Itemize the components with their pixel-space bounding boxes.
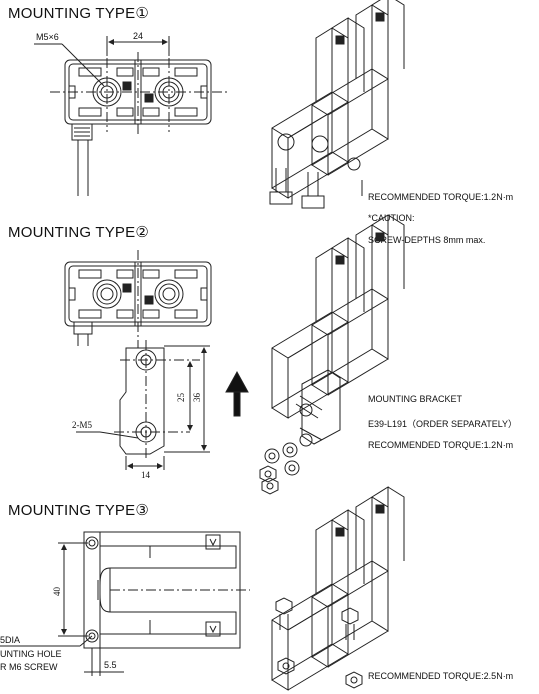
hole-screw-label: R M6 SCREW [0, 662, 58, 672]
bracket-note: MOUNTING BRACKET [368, 394, 463, 404]
bracket-screw-label: 2-M5 [72, 420, 92, 430]
type2-iso-view [259, 214, 405, 495]
bracket-order-note: E39-L191（ORDER SEPARATELY） [368, 419, 518, 429]
hole-dia-label: 5DIA [0, 635, 20, 645]
bracket-width-label: 14 [141, 470, 151, 480]
section-3-title: MOUNTING TYPE③ [8, 502, 149, 519]
torque-note-2: RECOMMENDED TORQUE:1.2N·m [368, 440, 514, 450]
section-1-title: MOUNTING TYPE① [8, 5, 149, 22]
type1-top-view [34, 36, 228, 196]
torque-note-1: RECOMMENDED TORQUE:1.2N·m [368, 192, 514, 202]
screw-depth-note: SCREW-DEPTHS 8mm max. [368, 235, 486, 245]
section-2-title: MOUNTING TYPE② [8, 224, 149, 241]
type3-height-label: 40 [52, 587, 62, 597]
pitch-label: 24 [133, 31, 143, 41]
torque-note-3: RECOMMENDED TORQUE:2.5N·m [368, 671, 514, 681]
offset-label: 5.5 [104, 660, 117, 670]
hole-desc-label: UNTING HOLE [0, 649, 62, 659]
type1-iso-view [269, 0, 405, 209]
caution-note: *CAUTION: [368, 213, 415, 223]
screw-size-label: M5×6 [36, 32, 59, 42]
type3-side-view [0, 531, 250, 676]
hole-pitch-label: 25 [176, 393, 186, 403]
type3-iso-view [271, 486, 405, 691]
type2-top-view [64, 250, 249, 470]
bracket-height-label: 36 [192, 393, 202, 403]
